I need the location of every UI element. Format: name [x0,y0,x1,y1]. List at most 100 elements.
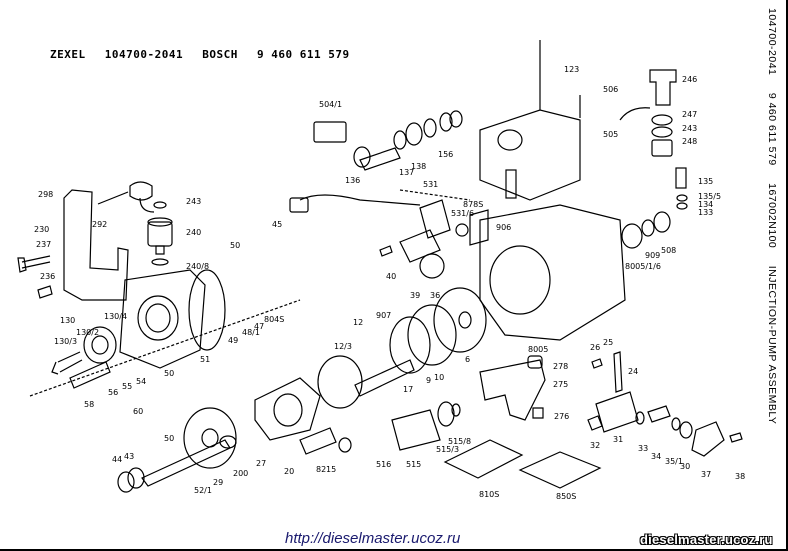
part-label: 12 [353,318,364,327]
part-label: 240 [186,228,202,237]
part-label: 26 [590,343,601,352]
part-label: 810S [479,490,500,499]
stop-lever-housing [595,391,639,433]
washer-part [117,471,135,493]
part-label: 47 [254,322,265,331]
part-label: 137 [399,168,415,177]
zexel-brand: ZEXEL [50,48,86,61]
part-label: 31 [613,435,624,444]
part-label: 58 [84,400,95,409]
part-label: 134 [698,200,714,209]
bosch-brand: BOSCH [202,48,238,61]
connector-part [313,121,347,143]
part-label: 50 [164,369,175,378]
part-label: 34 [651,452,662,461]
part-label: 506 [603,85,619,94]
part-label: 504/1 [319,100,343,109]
feed-pump-disc-part [183,407,237,469]
part-label: 15 [326,465,337,474]
part-label: 240/8 [186,262,210,271]
part-label: 135/5 [698,192,722,201]
part-label: 278 [553,362,569,371]
part-label: 200 [233,469,249,478]
part-label: 30 [680,462,691,471]
part-label: 515/8 [448,437,472,446]
part-label: 878S [463,200,484,209]
part-label: 804S [264,315,285,324]
part-label: 49 [228,336,239,345]
part-label: 50 [164,434,175,443]
bracket-lever-part [479,359,546,421]
part-label: 29 [213,478,224,487]
part-label: 52/1 [194,486,212,495]
part-label: 25 [603,338,614,347]
part-label: 51 [200,355,211,364]
part-label: 246 [682,75,698,84]
part-label: 24 [628,367,639,376]
zexel-number: 104700-2041 [104,48,184,61]
part-label: 8005/1/6 [625,262,661,271]
part-label: 276 [554,412,570,421]
solenoid-valve-part [419,199,451,239]
part-label: 907 [376,311,392,320]
part-label: 135 [698,177,714,186]
part-label: 6 [465,355,471,364]
part-label: 60 [133,407,144,416]
part-label: 130/4 [104,312,128,321]
part-label: 243 [186,197,202,206]
gasket-kit-810s [443,439,524,479]
part-label: 54 [136,377,147,386]
part-label: 505 [603,130,619,139]
part-label: 48/1 [242,328,260,337]
part-label: 138 [411,162,427,171]
plate-part [389,316,431,374]
part-label: 515 [406,460,422,469]
part-label: 298 [38,190,54,199]
part-label: 43 [124,452,135,461]
source-url-link[interactable]: http://dieselmaster.ucoz.ru [285,530,461,547]
part-label: 20 [284,467,295,476]
part-label: 32 [590,441,601,450]
o-ring-large-part [188,269,226,351]
part-label: 27 [256,459,267,468]
part-label: 531/6 [451,209,475,218]
part-label: 36 [430,291,441,300]
part-label: 10 [434,373,445,382]
part-label: 33 [638,444,649,453]
o-ring-part [151,258,169,266]
part-label: 56 [108,388,119,397]
gasket-kit-850s [518,451,602,489]
bosch-number: 9 460 611 579 [256,48,350,61]
bracket-part [63,189,129,301]
part-label: 123 [564,65,580,74]
part-label: 292 [92,220,108,229]
bolt-part [37,285,53,299]
part-label: 55 [122,382,133,391]
part-label: 38 [735,472,746,481]
plate-part [407,304,457,366]
part-label: 275 [553,380,569,389]
part-label: 17 [403,385,414,394]
part-label: 45 [272,220,283,229]
part-label: 130 [60,316,76,325]
head-cover-part [479,109,581,201]
wire-harness-connector [289,197,309,213]
governor-housing-part [119,269,206,369]
part-label: 906 [496,223,512,232]
part-label: 136 [345,176,361,185]
watermark-text: dieselmaster.ucoz.ru [640,532,773,547]
part-label: 516 [376,460,392,469]
valve-part [69,361,111,389]
part-label: 130/3 [54,337,78,346]
pump-body-part [479,204,626,341]
part-label: 12/3 [334,342,352,351]
cover-plate-part [691,421,725,457]
part-label: 8005 [528,345,549,354]
part-label: 230 [34,225,50,234]
part-label: 243 [682,124,698,133]
main-shaft-part [354,359,415,397]
part-label: 531 [423,180,439,189]
part-label: 909 [645,251,661,260]
